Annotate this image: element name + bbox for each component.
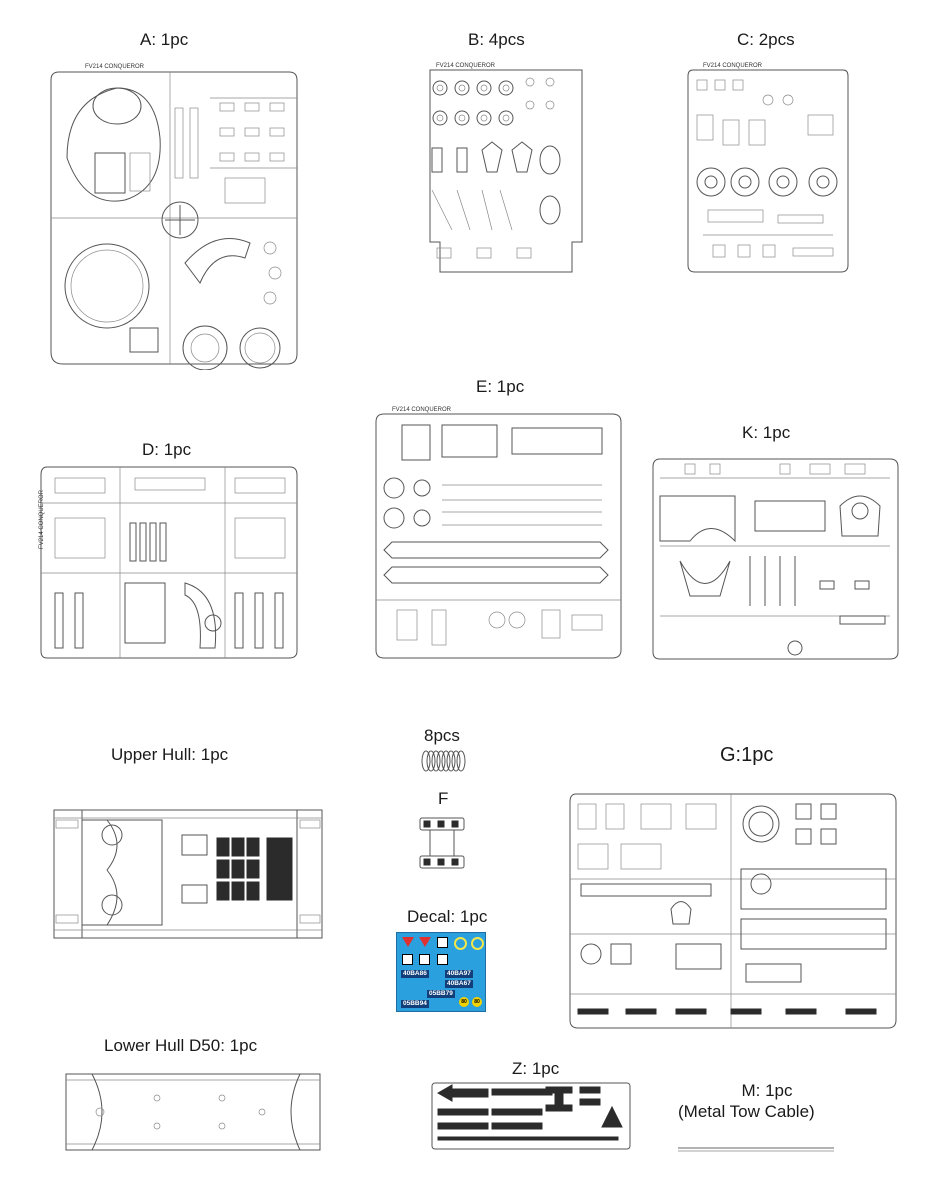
- sprue-d-name: FV214 CONQUEROR: [39, 489, 45, 549]
- upper-hull-label: Upper Hull: 1pc: [111, 745, 229, 764]
- decal-code: 40BA67: [445, 980, 473, 988]
- decal-sheet: 40BA86 40BA97 40BA67 05BB79 05BB94 80 80: [396, 932, 486, 1012]
- lower-hull-drawing: [62, 1068, 324, 1156]
- springs-drawing: [418, 749, 468, 773]
- lower-hull-label: Lower Hull D50: 1pc: [104, 1036, 258, 1055]
- sprue-z-label: Z: 1pc: [512, 1059, 560, 1078]
- sprue-a-drawing: FV214 CONQUEROR: [45, 58, 303, 370]
- decal-badge: 80: [459, 997, 469, 1007]
- sprue-z-drawing: [430, 1081, 632, 1151]
- sprue-b-drawing: FV214 CONQUEROR: [422, 60, 590, 275]
- sprue-c-label: C: 2pcs: [737, 30, 795, 49]
- sprue-m-label: M: 1pc: [741, 1081, 793, 1100]
- upper-hull-drawing: [52, 800, 324, 945]
- sprue-c-drawing: FV214 CONQUEROR: [683, 60, 853, 275]
- square-decal: [437, 954, 448, 965]
- square-decal: [402, 954, 413, 965]
- sprue-e-name: FV214 CONQUEROR: [392, 407, 452, 413]
- sprue-c-name: FV214 CONQUEROR: [703, 63, 763, 69]
- sprue-e-drawing: FV214 CONQUEROR: [372, 400, 624, 660]
- decal-label: Decal: 1pc: [407, 907, 488, 926]
- sprue-d-drawing: FV214 CONQUEROR: [35, 463, 300, 661]
- square-decal: [437, 937, 448, 948]
- sprue-k-drawing: [650, 456, 900, 662]
- sprue-a-label: A: 1pc: [140, 30, 189, 49]
- ring-decal: [471, 937, 484, 950]
- sprue-g-label: G:1pc: [720, 744, 774, 766]
- triangle-decal: [402, 937, 414, 947]
- decal-badge: 80: [472, 997, 482, 1007]
- track-f-label: F: [438, 789, 449, 808]
- decal-code: 05BB94: [401, 1000, 429, 1008]
- decal-code: 40BA86: [401, 970, 429, 978]
- ring-decal: [454, 937, 467, 950]
- sprue-m-sublabel: (Metal Tow Cable): [678, 1102, 815, 1121]
- decal-code: 05BB79: [427, 990, 455, 998]
- decal-code: 40BA97: [445, 970, 473, 978]
- sprue-b-name: FV214 CONQUEROR: [436, 63, 496, 69]
- sprue-k-label: K: 1pc: [742, 423, 791, 442]
- sprue-a-name: FV214 CONQUEROR: [85, 64, 145, 70]
- triangle-decal: [419, 937, 431, 947]
- sprue-m-drawing: [676, 1144, 836, 1156]
- springs-label: 8pcs: [424, 726, 460, 745]
- sprue-g-drawing: [566, 784, 900, 1030]
- sprue-d-label: D: 1pc: [142, 440, 192, 459]
- sprue-e-label: E: 1pc: [476, 377, 525, 396]
- sprue-b-label: B: 4pcs: [468, 30, 525, 49]
- square-decal: [419, 954, 430, 965]
- track-f-drawing: [416, 816, 468, 874]
